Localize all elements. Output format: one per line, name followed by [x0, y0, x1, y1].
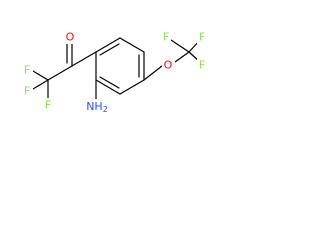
- atom-labels: O F F F NH2 O F F F: [22, 30, 208, 115]
- fluorine-label-left-bottom: F: [24, 85, 30, 98]
- bond-cf3-f-left: [32, 79, 49, 90]
- fluorine-label-right-left: F: [163, 31, 169, 44]
- amine-nitrogen: N: [86, 100, 94, 113]
- amine-hydrogen: H: [94, 100, 102, 113]
- fluorine-label-right-top: F: [199, 31, 205, 44]
- bond-ring-2-3: [119, 37, 145, 53]
- bond-carbonyl-cf3: [47, 65, 73, 81]
- bond-ring-4-5: [119, 79, 145, 95]
- ether-oxygen-label: O: [164, 59, 173, 72]
- bond-ring-inner-a: [99, 43, 120, 56]
- amine-label: NH2: [86, 100, 108, 114]
- bond-ring-ether-o: [143, 65, 163, 81]
- bond-ring-inner-c: [99, 76, 120, 89]
- bond-cf3-f-top: [32, 70, 49, 81]
- fluorine-label-left-top: F: [24, 64, 30, 77]
- bond-ring-carbonyl: [71, 51, 97, 67]
- amine-h-count: 2: [103, 105, 108, 114]
- chemical-structure: O F F F NH2 O F F F: [22, 30, 208, 115]
- bond-ocf3-f-left: [170, 39, 190, 53]
- fluorine-label-right-bottom: F: [199, 59, 205, 72]
- carbonyl-oxygen-label: O: [66, 31, 75, 44]
- bond-ring-5-6: [95, 79, 121, 95]
- bond-ether-cf3: [174, 51, 190, 63]
- bond-ring-1-2: [95, 37, 121, 53]
- fluorine-label-bottom: F: [45, 99, 51, 112]
